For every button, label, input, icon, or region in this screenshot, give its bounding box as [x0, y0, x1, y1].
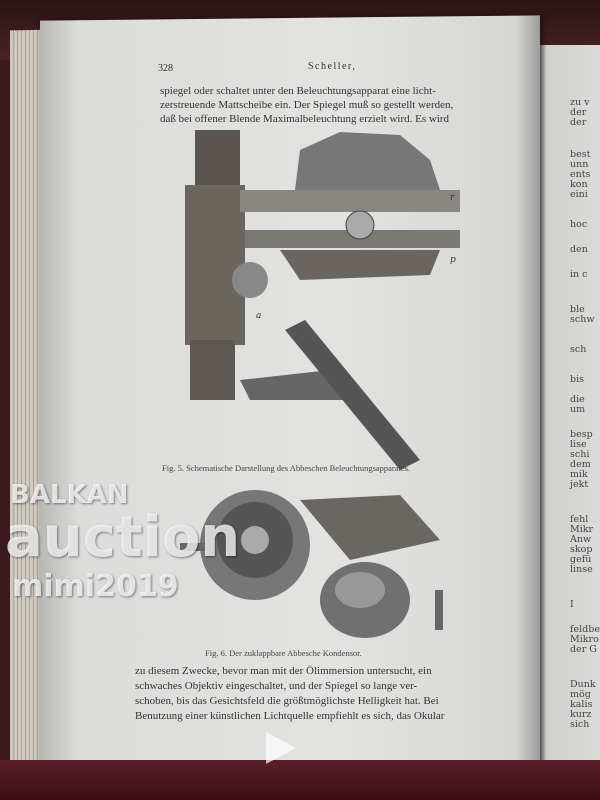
fig5-label-a: a [256, 311, 261, 321]
running-head: Scheller, [308, 61, 357, 72]
text-line: schwaches Objektiv eingeschaltet, und de… [135, 680, 418, 692]
text-line: daß bei offener Blende Maximalbeleuchtun… [160, 113, 450, 125]
fig6-caption: Fig. 6. Der zuklappbare Abbesche Kondens… [205, 648, 362, 658]
right-page-fragment: kalis [570, 699, 593, 710]
right-page-fragment: kon [570, 179, 588, 190]
fig5-caption: Fig. 5. Schematische Darstellung des Abb… [162, 463, 411, 473]
text-line: zu diesem Zwecke, bevor man mit der Ölim… [135, 665, 432, 677]
right-page-fragment: in c [570, 269, 588, 280]
right-page-fragment: fehl [570, 514, 589, 525]
right-page-fragment: dem [570, 459, 591, 470]
right-page-fragment: gefü [570, 554, 592, 565]
text-line: Benutzung einer künstlichen Lichtquelle … [135, 710, 445, 722]
right-page-fragment: I [570, 599, 574, 610]
right-page-fragment: der [570, 117, 587, 128]
right-page-fragment: hoc [570, 219, 588, 230]
right-page-fragment: ents [570, 169, 591, 180]
right-page-fragment: Anw [570, 534, 592, 545]
right-page-fragment: besp [570, 429, 593, 440]
right-page-fragment: sch [570, 344, 587, 355]
right-page-fragment: den [570, 244, 588, 255]
right-page-fragment: schi [570, 449, 590, 460]
right-page-fragment: mög [570, 689, 591, 700]
watermark-line3: mimi2019 [12, 569, 179, 604]
watermark-line1: BALKAN [10, 480, 129, 510]
fig5-label-r: r [450, 193, 455, 203]
right-page-fragment: ble [570, 304, 585, 315]
right-page-fragment: Mikr [570, 524, 594, 535]
play-icon [266, 732, 296, 764]
right-page-fragment: Dunk [570, 679, 596, 690]
right-page-fragment: der G [570, 644, 597, 655]
watermark-line2: auction [5, 505, 241, 570]
page-number: 328 [158, 63, 173, 74]
right-page-fragment: kurz [570, 709, 592, 720]
background-bottom [0, 760, 600, 800]
right-page-fragment: linse [570, 564, 593, 575]
right-page-fragment: zu v [570, 97, 590, 108]
right-page-fragment: feldbe [570, 624, 600, 635]
right-page-fragment: der [570, 107, 587, 118]
right-page-fragment: best [570, 149, 591, 160]
right-page-fragment: mik [570, 469, 588, 480]
right-page-fragment: um [570, 404, 586, 415]
right-page-fragment: bis [570, 374, 584, 385]
right-page-fragment: lise [570, 439, 587, 450]
right-page-fragment: die [570, 394, 585, 405]
text-line: zerstreuende Mattscheibe ein. Der Spiege… [160, 99, 454, 111]
right-page-fragment: eini [570, 189, 588, 200]
right-page-fragment: Mikro [570, 634, 599, 645]
right-page-fragment: unn [570, 159, 589, 170]
right-page-fragment: skop [570, 544, 593, 555]
right-page-fragment: schw [570, 314, 595, 325]
right-page-fragment: sich [570, 719, 590, 730]
right-page-fragment: jekt [570, 479, 589, 490]
fig5-label-p: p [450, 255, 456, 265]
text-line: spiegel oder schaltet unter den Beleucht… [160, 85, 436, 97]
right-page [538, 45, 600, 785]
text-line: schoben, bis das Gesichtsfeld die größtm… [135, 695, 439, 707]
